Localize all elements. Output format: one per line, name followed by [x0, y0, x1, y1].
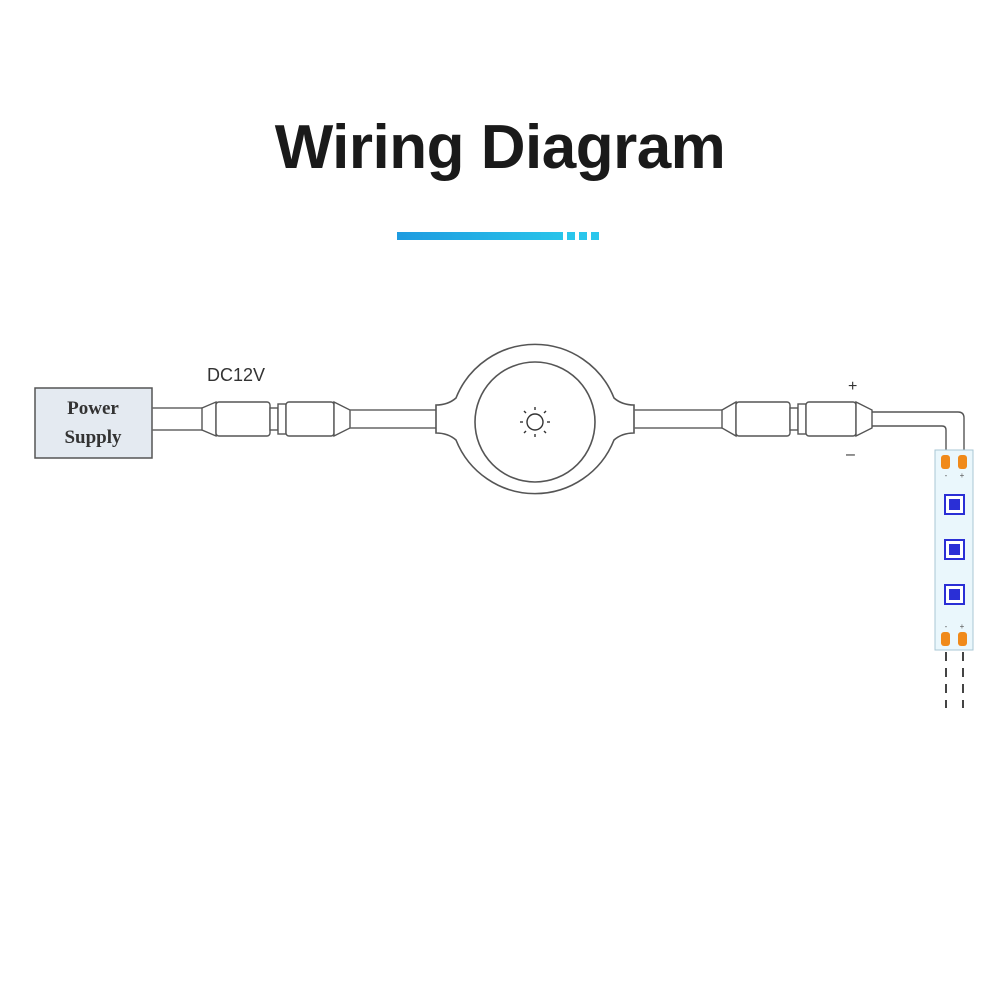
sun-icon: [520, 407, 550, 437]
cable-controller-right: [634, 409, 722, 429]
led-chip-3: [944, 584, 965, 605]
dc-connector-left: [201, 400, 351, 438]
underline-dash-2: [579, 232, 587, 240]
cable-left: [152, 407, 202, 431]
power-supply: Power Supply: [34, 387, 153, 459]
led-chip-1: [944, 494, 965, 515]
pad-label-minus-bottom: -: [945, 622, 948, 631]
pad-plus-bottom: [958, 632, 967, 646]
dc-connector-right: [721, 400, 873, 438]
plus-label: +: [848, 378, 857, 395]
pad-label-plus-top: +: [960, 471, 965, 480]
led-chip-2: [944, 539, 965, 560]
pad-plus-top: [958, 455, 967, 469]
power-supply-label-line2: Supply: [64, 427, 122, 448]
cable-left-controller: [350, 409, 436, 429]
wires-to-strip: [872, 411, 965, 458]
pad-minus-top: [941, 455, 950, 469]
power-supply-label-line1: Power: [67, 398, 119, 419]
underline-dash-1: [567, 232, 575, 240]
voltage-label: DC12V: [207, 365, 265, 385]
strip-continuation: [945, 652, 964, 708]
page-title: Wiring Diagram: [274, 113, 726, 182]
pad-minus-bottom: [941, 632, 950, 646]
title-underline: [397, 232, 603, 240]
minus-label: –: [846, 446, 855, 463]
dimmer-controller: [435, 343, 635, 495]
pad-label-plus-bottom: +: [960, 622, 965, 631]
led-strip: - + - +: [934, 449, 974, 651]
underline-dash-3: [591, 232, 599, 240]
underline-solid: [397, 232, 563, 240]
pad-label-minus-top: -: [945, 471, 948, 480]
